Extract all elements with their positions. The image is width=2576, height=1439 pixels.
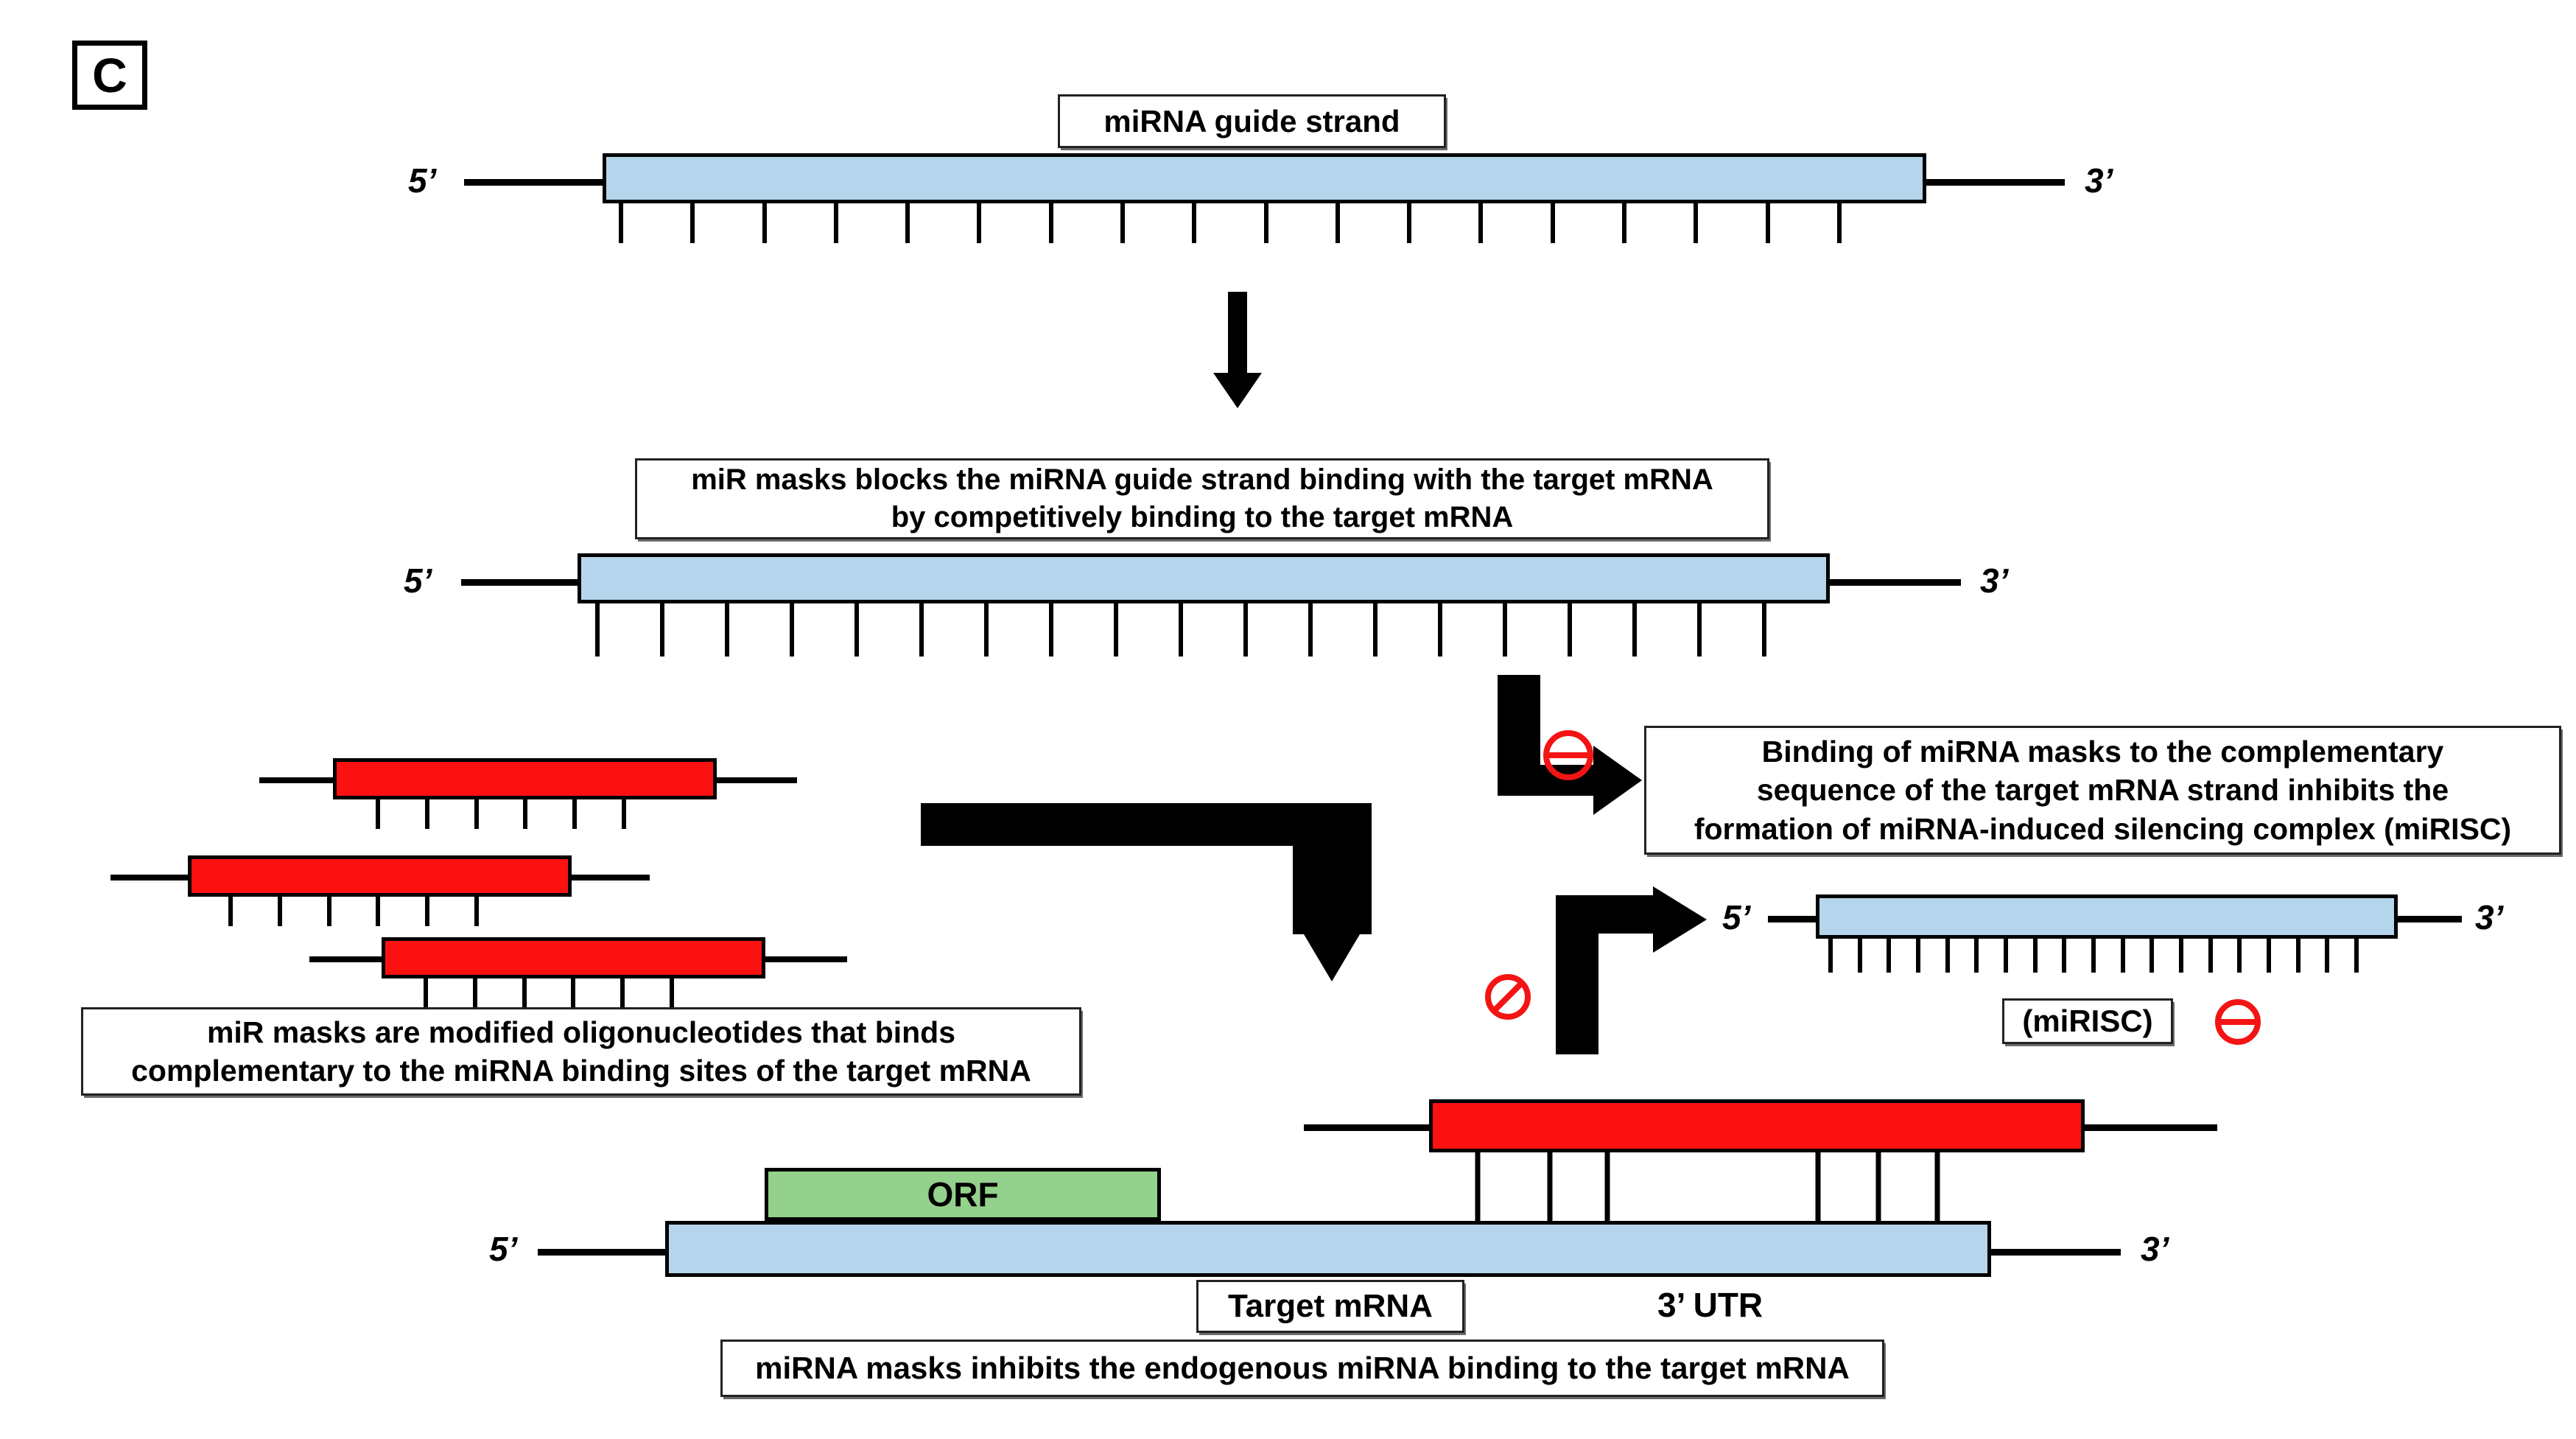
guide-strand-backbone-right xyxy=(1925,179,2065,186)
mir-mask-block-box: miR masks blocks the miRNA guide strand … xyxy=(635,458,1769,539)
panel-letter-text: C xyxy=(92,48,127,102)
arrow-elbow-down-icon xyxy=(921,803,1378,995)
mirisc-inhibit-line3: formation of miRNA-induced silencing com… xyxy=(1694,811,2512,846)
mirisc-strand-bar xyxy=(1816,894,2398,939)
guide-strand-backbone-left xyxy=(464,179,604,186)
arrow-elbow-right-up-icon xyxy=(1556,886,1710,1056)
mask-oligo-1-bar xyxy=(333,758,717,799)
mir-mask-definition-box: miR masks are modified oligonucleotides … xyxy=(81,1007,1081,1096)
bottom-caption-text: miRNA masks inhibits the endogenous miRN… xyxy=(755,1351,1850,1386)
mask-oligo-1-ticks xyxy=(376,799,626,829)
mirisc-strand-ticks xyxy=(1828,939,2359,973)
guide-strand-three-prime-label: 3’ xyxy=(2085,161,2113,200)
target-mrna-label-box: Target mRNA xyxy=(1196,1280,1464,1333)
target-mrna-backbone-right xyxy=(1990,1249,2121,1256)
masked-strand-five-prime-label: 5’ xyxy=(404,561,432,600)
mir-mask-definition-line2: complementary to the miRNA binding sites… xyxy=(131,1054,1031,1088)
mir-mask-definition-line1: miR masks are modified oligonucleotides … xyxy=(206,1015,956,1049)
mirisc-inhibit-line1: Binding of miRNA masks to the complement… xyxy=(1761,734,2444,768)
guide-strand-five-prime-label: 5’ xyxy=(408,161,437,200)
target-mrna-backbone-left xyxy=(538,1249,667,1256)
masked-strand-bar xyxy=(578,553,1830,603)
three-prime-utr-label: 3’ UTR xyxy=(1657,1286,1763,1324)
masked-strand-backbone-left xyxy=(461,579,579,586)
mir-mask-block-line1: miR masks blocks the miRNA guide strand … xyxy=(691,463,1713,496)
masked-strand-ticks xyxy=(595,603,1766,657)
target-mrna-label-text: Target mRNA xyxy=(1228,1287,1433,1324)
mirisc-strand-three-prime-label: 3’ xyxy=(2475,898,2504,936)
bottom-caption-box: miRNA masks inhibits the endogenous miRN… xyxy=(720,1340,1884,1397)
guide-strand-ticks xyxy=(619,203,1842,243)
minus-circle-icon-mirisc xyxy=(2212,996,2264,1048)
mirisc-label-text: (miRISC) xyxy=(2022,1004,2153,1039)
bound-mask-bar xyxy=(1429,1099,2085,1152)
mirisc-inhibit-box: Binding of miRNA masks to the complement… xyxy=(1644,726,2561,855)
arrow-down-icon xyxy=(1212,292,1263,410)
guide-strand-label-text: miRNA guide strand xyxy=(1103,103,1400,139)
target-mrna-three-prime-label: 3’ xyxy=(2141,1230,2169,1268)
guide-strand-label-box: miRNA guide strand xyxy=(1058,94,1446,148)
mirisc-strand-backbone-left xyxy=(1768,916,1831,922)
no-entry-icon xyxy=(1482,971,1534,1023)
guide-strand-bar xyxy=(603,153,1926,203)
masked-strand-backbone-right xyxy=(1828,579,1961,586)
panel-letter-box: C xyxy=(72,41,147,110)
mirisc-strand-five-prime-label: 5’ xyxy=(1722,898,1751,936)
mirisc-label-box: (miRISC) xyxy=(2002,998,2173,1044)
mask-oligo-2-ticks xyxy=(228,897,479,926)
mirisc-inhibit-line2: sequence of the target mRNA strand inhib… xyxy=(1756,773,2449,808)
mask-oligo-2-bar xyxy=(188,855,572,897)
mirisc-strand-backbone-right xyxy=(2397,916,2462,922)
orf-label-text: ORF xyxy=(927,1175,999,1214)
arrow-elbow-right-down-icon xyxy=(1498,675,1645,822)
target-mrna-bar xyxy=(665,1221,1991,1277)
mask-oligo-3-ticks xyxy=(424,978,674,1008)
orf-box: ORF xyxy=(765,1168,1161,1221)
minus-circle-icon xyxy=(1540,726,1597,784)
target-mrna-five-prime-label: 5’ xyxy=(489,1230,518,1268)
masked-strand-three-prime-label: 3’ xyxy=(1980,561,2009,600)
mask-oligo-3-bar xyxy=(382,937,765,978)
mir-mask-block-line2: by competitively binding to the target m… xyxy=(891,501,1514,533)
